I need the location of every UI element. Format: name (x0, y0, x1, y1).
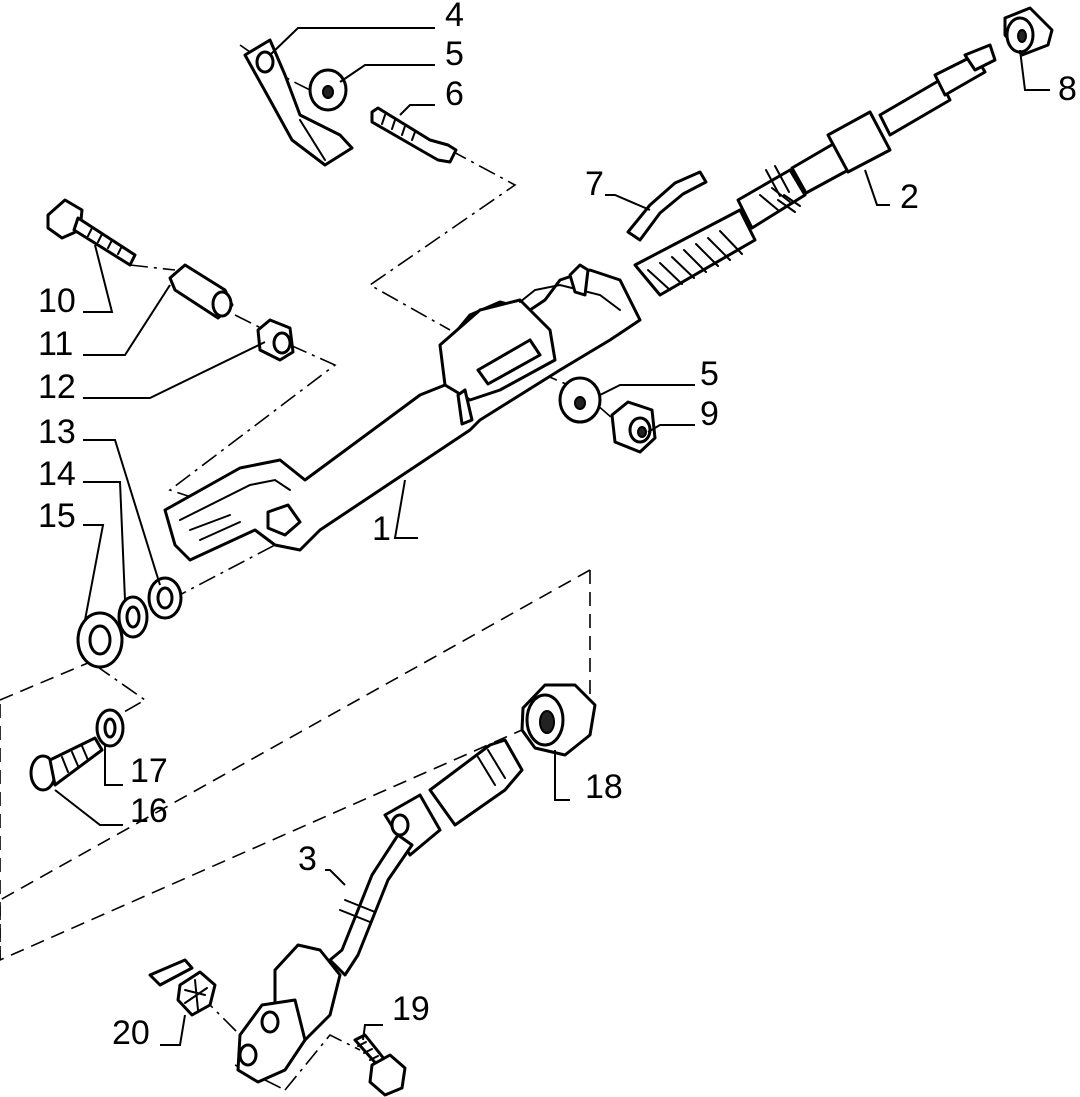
part-11-spacer-sleeve (168, 263, 234, 320)
callout-14: 14 (38, 455, 76, 493)
callout-1: 1 (372, 510, 391, 548)
callout-4: 4 (445, 0, 464, 34)
part-13-washer (147, 576, 183, 620)
callout-17: 17 (130, 752, 168, 790)
part-2-steering-shaft (633, 43, 997, 297)
callout-18: 18 (585, 768, 623, 806)
callout-13: 13 (38, 413, 76, 451)
part-5-washer-right (558, 376, 602, 424)
part-10-bolt (46, 198, 137, 267)
callout-20: 20 (112, 1014, 150, 1052)
part-1-column-tube (163, 263, 642, 562)
part-4-bracket-lever (243, 38, 354, 167)
callout-7: 7 (585, 165, 604, 203)
callout-9: 9 (700, 395, 719, 433)
part-15-washer (76, 611, 124, 669)
part-14-washer (117, 595, 149, 639)
part-5-washer-top (308, 68, 348, 112)
leader-lines (54, 27, 1050, 1046)
part-17-washer (95, 708, 125, 748)
callout-11: 11 (38, 325, 73, 363)
callout-labels: 4 5 6 8 7 2 10 11 12 5 9 1 13 14 15 17 1… (38, 0, 1077, 1052)
callout-10: 10 (38, 282, 76, 320)
part-18-bushing (520, 683, 597, 757)
part-19-screw (353, 1033, 407, 1097)
part-16-screw (29, 736, 104, 792)
assembly-guide-lines (0, 44, 651, 1091)
part-20-clip-and-nut (148, 958, 217, 1017)
callout-8: 8 (1058, 70, 1077, 108)
callout-6: 6 (445, 75, 464, 113)
callout-12: 12 (38, 368, 76, 406)
callout-19: 19 (392, 990, 430, 1028)
part-9-nut (610, 400, 657, 454)
callout-3: 3 (298, 840, 317, 878)
part-3-intermediate-shaft (236, 738, 524, 1084)
part-7-strip (626, 170, 708, 242)
part-12-nut (256, 318, 295, 362)
part-8-bushing (1003, 6, 1054, 57)
callout-15: 15 (38, 497, 76, 535)
callout-5-right: 5 (700, 355, 719, 393)
callout-5-top: 5 (445, 35, 464, 73)
callout-2: 2 (900, 178, 919, 216)
part-6-stud-bolt (370, 106, 458, 164)
callout-16: 16 (130, 792, 168, 830)
